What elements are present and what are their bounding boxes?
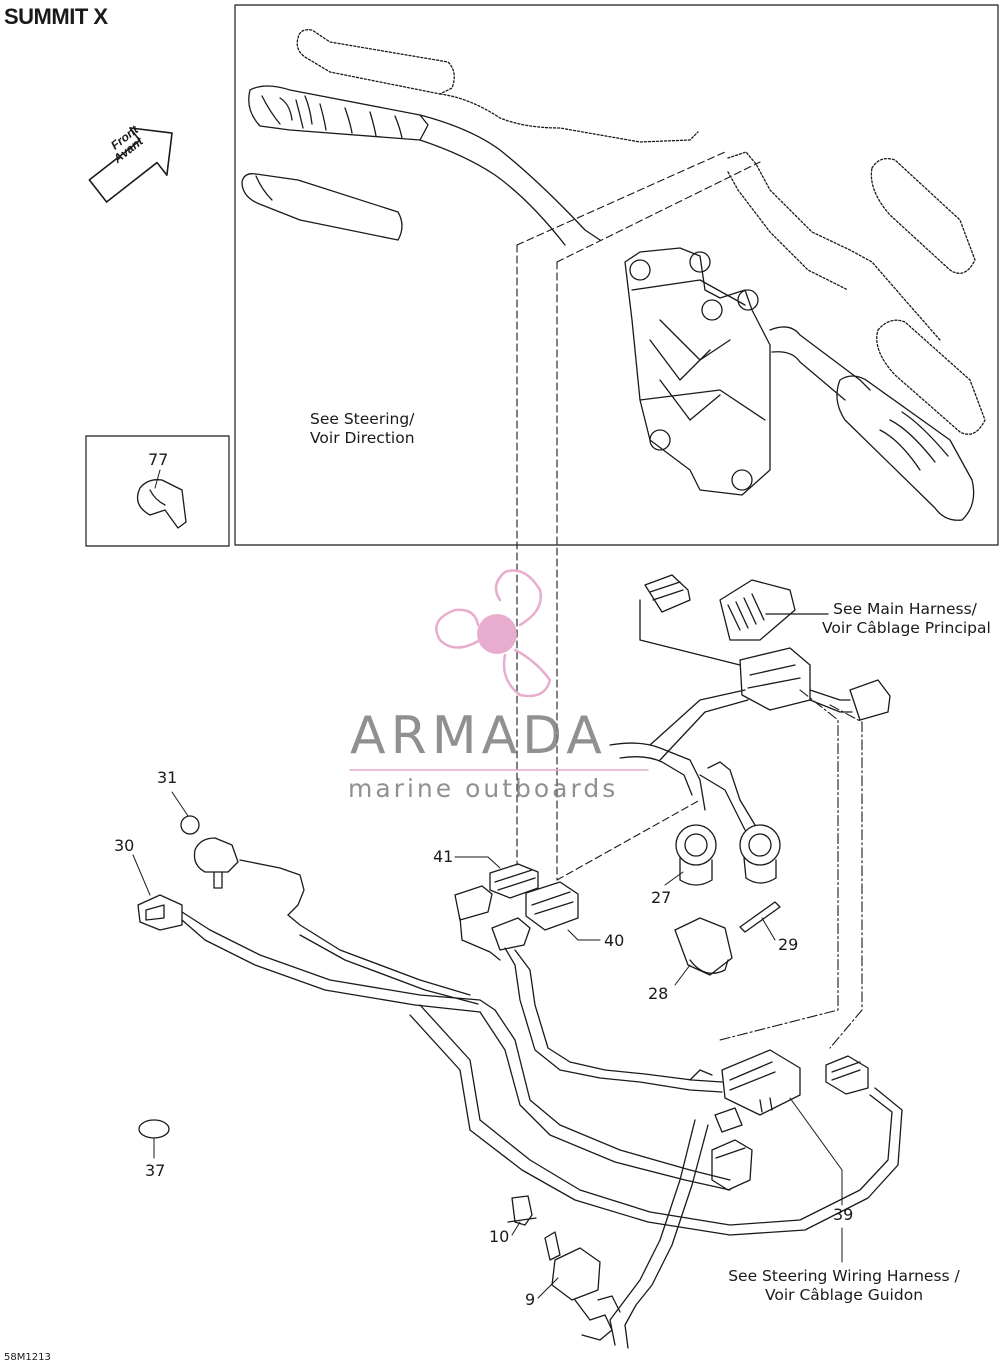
callout-9: 9 bbox=[525, 1290, 536, 1309]
callout-31: 31 bbox=[157, 768, 178, 787]
connectors-40-41 bbox=[454, 863, 723, 1093]
steering-assembly bbox=[241, 29, 986, 521]
callout-40: 40 bbox=[604, 931, 625, 950]
left-harness bbox=[136, 479, 903, 1349]
leader-lines bbox=[132, 469, 843, 1299]
steering-frame bbox=[234, 4, 999, 546]
watermark-brand: ARMADA bbox=[350, 706, 607, 766]
diagram-title: SUMMIT X bbox=[4, 4, 108, 29]
callout-39: 39 bbox=[833, 1205, 854, 1224]
note-main-harness-line2: Voir Câblage Principal bbox=[822, 619, 991, 637]
front-arrow-icon bbox=[88, 127, 173, 203]
callout-30: 30 bbox=[114, 836, 135, 855]
note-steering-wiring: See Steering Wiring Harness / Voir Câbla… bbox=[726, 1267, 962, 1305]
callout-29: 29 bbox=[778, 935, 799, 954]
note-steering-wiring-line1: See Steering Wiring Harness / bbox=[728, 1267, 960, 1285]
sensor-harness-27 bbox=[609, 742, 781, 976]
watermark-subtitle: marine outboards bbox=[348, 774, 619, 803]
main-harness-connector bbox=[639, 574, 891, 761]
callout-37: 37 bbox=[145, 1161, 166, 1180]
note-main-harness: See Main Harness/ Voir Câblage Principal bbox=[822, 600, 991, 638]
inset-frame-77 bbox=[85, 435, 230, 547]
callout-28: 28 bbox=[648, 984, 669, 1003]
phantom-leaders bbox=[516, 151, 761, 881]
note-steering-wiring-line2: Voir Câblage Guidon bbox=[764, 1286, 924, 1304]
note-steering-line1: See Steering/ bbox=[310, 410, 415, 428]
callout-27: 27 bbox=[651, 888, 672, 907]
note-main-harness-line1: See Main Harness/ bbox=[833, 600, 977, 618]
phantom-leaders-dashdot bbox=[719, 689, 863, 1049]
callout-41: 41 bbox=[433, 847, 454, 866]
drawing-code: 58M1213 bbox=[4, 1352, 51, 1363]
note-steering-line2: Voir Direction bbox=[310, 429, 415, 447]
note-steering: See Steering/ Voir Direction bbox=[310, 410, 415, 448]
watermark-logo-icon bbox=[435, 569, 552, 698]
callout-77: 77 bbox=[148, 450, 169, 469]
callout-10: 10 bbox=[489, 1227, 510, 1246]
